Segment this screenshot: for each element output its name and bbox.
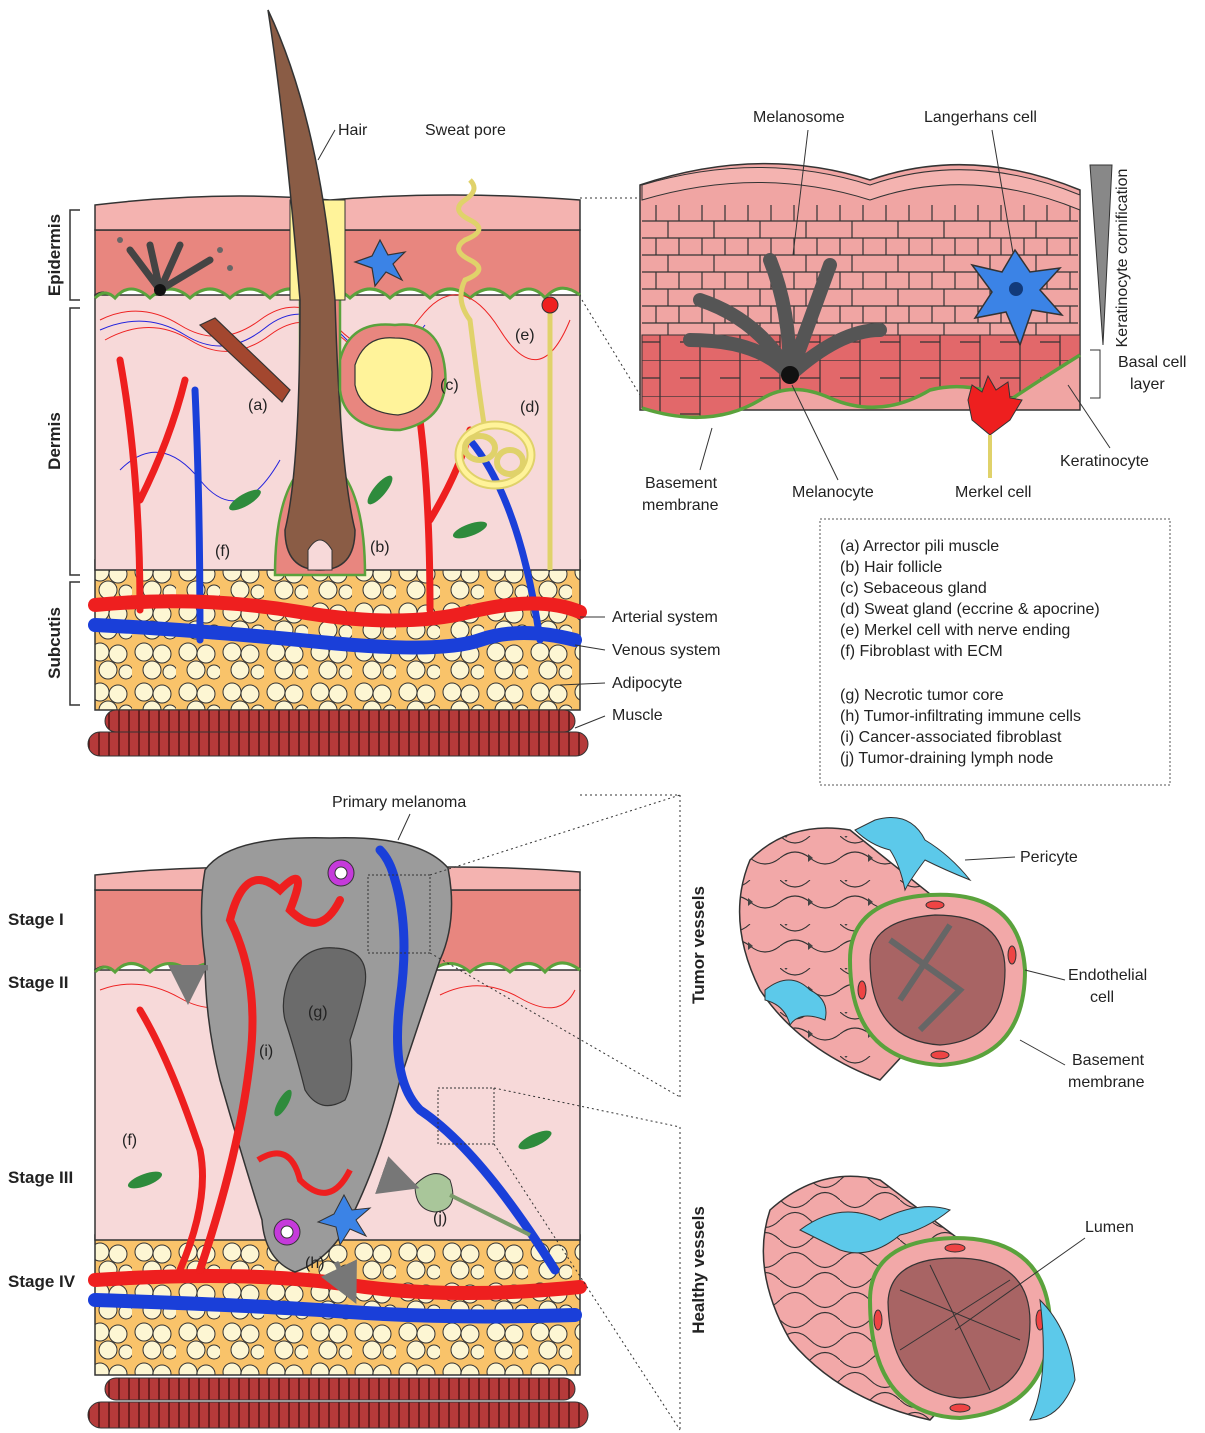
legend-item-g: (g) Necrotic tumor core xyxy=(840,687,1004,704)
label-vessel-basement-2: membrane xyxy=(1068,1074,1145,1091)
label-arterial-system: Arterial system xyxy=(612,609,718,626)
label-vessel-basement-1: Basement xyxy=(1072,1052,1145,1069)
marker-b: (b) xyxy=(370,539,390,556)
marker-a: (a) xyxy=(248,397,268,414)
label-primary-melanoma: Primary melanoma xyxy=(332,794,466,811)
merkel-cell-icon xyxy=(542,297,558,313)
legend-item-f: (f) Fibroblast with ECM xyxy=(840,643,1003,660)
legend-box: (a) Arrector pili muscle (b) Hair follic… xyxy=(820,519,1170,785)
label-endothelial-2: cell xyxy=(1090,989,1114,1006)
label-sweat-pore: Sweat pore xyxy=(425,122,506,139)
label-basement-2: membrane xyxy=(642,497,719,514)
marker-d: (d) xyxy=(520,399,540,416)
legend-item-b: (b) Hair follicle xyxy=(840,559,942,576)
tumor-vessel xyxy=(740,828,1025,1080)
label-hair: Hair xyxy=(338,122,368,139)
legend-item-a: (a) Arrector pili muscle xyxy=(840,538,999,555)
legend-item-j: (j) Tumor-draining lymph node xyxy=(840,750,1054,767)
stage-3-label: Stage III xyxy=(8,1168,73,1187)
melanoma-skin-block xyxy=(88,838,588,1428)
hair-papilla xyxy=(308,540,332,570)
sebaceous-gland xyxy=(355,338,432,415)
tumor-vessels-title: Tumor vessels xyxy=(689,886,708,1004)
label-melanocyte: Melanocyte xyxy=(792,484,874,501)
marker-f-bottom: (f) xyxy=(122,1132,137,1149)
marker-j: (j) xyxy=(433,1210,447,1227)
layer-brackets: Epidermis Dermis Subcutis xyxy=(45,210,80,705)
legend-item-i: (i) Cancer-associated fibroblast xyxy=(840,729,1062,746)
label-muscle: Muscle xyxy=(612,707,663,724)
label-keratinocyte: Keratinocyte xyxy=(1060,453,1149,470)
healthy-vessel xyxy=(763,1176,1075,1420)
label-basement-1: Basement xyxy=(645,475,718,492)
stage-2-label: Stage II xyxy=(8,973,68,992)
label-basal-2: layer xyxy=(1130,376,1165,393)
healthy-vessels-title: Healthy vessels xyxy=(689,1206,708,1334)
marker-i: (i) xyxy=(259,1043,273,1060)
marker-c: (c) xyxy=(440,377,459,394)
marker-h: (h) xyxy=(305,1255,325,1272)
melanoma-muscle-layer xyxy=(88,1378,588,1428)
label-venous-system: Venous system xyxy=(612,642,721,659)
label-lumen: Lumen xyxy=(1085,1219,1134,1236)
legend-item-c: (c) Sebaceous gland xyxy=(840,580,987,597)
marker-f: (f) xyxy=(215,543,230,560)
label-endothelial-1: Endothelial xyxy=(1068,967,1147,984)
label-merkel: Merkel cell xyxy=(955,484,1031,501)
stage-1-label: Stage I xyxy=(8,910,64,929)
legend-item-d: (d) Sweat gland (eccrine & apocrine) xyxy=(840,601,1100,618)
marker-e: (e) xyxy=(515,327,535,344)
label-langerhans: Langerhans cell xyxy=(924,109,1037,126)
label-basal-1: Basal cell xyxy=(1118,354,1186,371)
cornification-gradient-icon xyxy=(1090,165,1112,345)
epidermis-inset: Keratinocyte cornification Basal cell la… xyxy=(580,109,1186,514)
layer-subcutis-label: Subcutis xyxy=(45,607,64,679)
legend-item-h: (h) Tumor-infiltrating immune cells xyxy=(840,708,1081,725)
label-pericyte: Pericyte xyxy=(1020,849,1078,866)
stage-4-label: Stage IV xyxy=(8,1272,76,1291)
legend-item-e: (e) Merkel cell with nerve ending xyxy=(840,622,1070,639)
muscle-layer xyxy=(88,710,588,756)
label-adipocyte: Adipocyte xyxy=(612,675,682,692)
layer-dermis-label: Dermis xyxy=(45,412,64,470)
layer-epidermis-label: Epidermis xyxy=(45,214,64,296)
label-melanosome: Melanosome xyxy=(753,109,845,126)
marker-g: (g) xyxy=(308,1004,328,1021)
label-cornification: Keratinocyte cornification xyxy=(1114,169,1131,348)
